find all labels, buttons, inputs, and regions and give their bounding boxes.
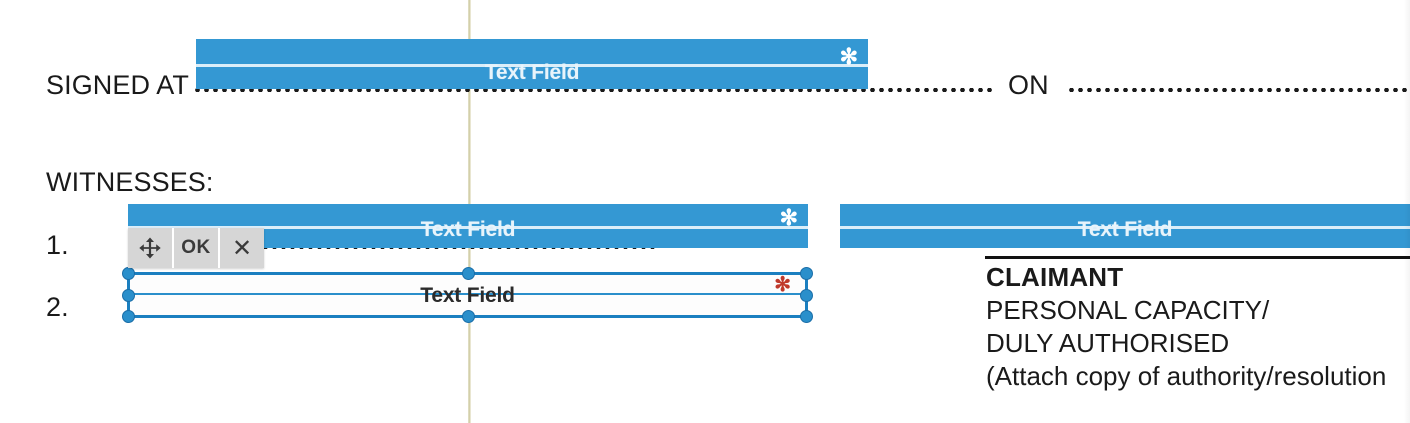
resize-handle-middle-right[interactable] (800, 289, 813, 302)
close-button[interactable]: ✕ (220, 228, 264, 268)
witness-1-number: 1. (46, 230, 69, 260)
resize-handle-top-left[interactable] (122, 267, 135, 280)
field-caption: Text Field (484, 61, 580, 84)
signed-at-dotted-line (193, 88, 993, 92)
witness-2-number: 2. (46, 292, 69, 322)
claimant-line-2: PERSONAL CAPACITY/ (986, 295, 1270, 325)
required-asterisk-icon: ✻ (774, 274, 791, 296)
claimant-signature-rule (985, 256, 1410, 259)
field-caption: Text Field (420, 218, 516, 241)
field-caption: Text Field (1077, 218, 1173, 241)
move-button[interactable] (128, 228, 174, 268)
resize-handle-bottom-center[interactable] (461, 310, 475, 323)
field-mid-rule (128, 226, 808, 229)
field-edit-toolbar[interactable]: OK ✕ (128, 228, 264, 268)
signed-at-label: SIGNED AT (46, 70, 189, 100)
field-mid-rule (130, 293, 805, 295)
claimant-title: CLAIMANT (986, 262, 1124, 292)
text-field-witness-2-selected[interactable]: Text Field ✻ (122, 267, 813, 323)
claimant-signature-block: CLAIMANT PERSONAL CAPACITY/ DULY AUTHORI… (986, 261, 1410, 393)
required-asterisk-icon: ✻ (779, 205, 798, 230)
field-caption: Text Field (420, 284, 515, 307)
text-field-signed-at[interactable]: Text Field ✻ (196, 39, 868, 89)
text-field-claimant[interactable]: Text Field (840, 204, 1410, 248)
page-edge-shadow (1404, 0, 1410, 423)
resize-handle-top-center[interactable] (461, 267, 475, 280)
claimant-line-3: DULY AUTHORISED (986, 328, 1230, 358)
field-mid-rule (196, 64, 868, 67)
move-icon (138, 236, 162, 260)
resize-handle-top-right[interactable] (800, 267, 813, 280)
field-mid-rule (840, 226, 1410, 229)
on-dotted-line (1067, 88, 1410, 92)
resize-handle-bottom-left[interactable] (122, 310, 135, 323)
resize-handle-middle-left[interactable] (122, 289, 135, 302)
required-asterisk-icon: ✻ (839, 44, 858, 69)
on-label: ON (1008, 70, 1049, 100)
ok-button[interactable]: OK (174, 228, 220, 268)
claimant-line-4: (Attach copy of authority/resolution (986, 361, 1387, 391)
resize-handle-bottom-right[interactable] (800, 310, 813, 323)
witnesses-label: WITNESSES: (46, 167, 214, 197)
